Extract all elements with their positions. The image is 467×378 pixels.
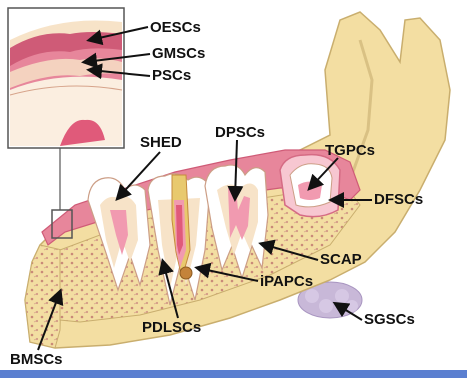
label-gmscs: GMSCs <box>152 46 205 61</box>
label-oescs: OESCs <box>150 20 201 35</box>
label-pdlscs: PDLSCs <box>142 320 201 335</box>
label-tgpcs: TGPCs <box>325 143 375 158</box>
label-dpscs: DPSCs <box>215 125 265 140</box>
tooth-developing <box>280 155 340 217</box>
bottom-border-bar <box>0 370 467 378</box>
label-scap: SCAP <box>320 252 362 267</box>
label-shed: SHED <box>140 135 182 150</box>
label-sgscs: SGSCs <box>364 312 415 327</box>
label-pscs: PSCs <box>152 68 191 83</box>
label-dfscs: DFSCs <box>374 192 423 207</box>
label-ipapcs: iPAPCs <box>260 274 313 289</box>
label-bmscs: BMSCs <box>10 352 63 367</box>
